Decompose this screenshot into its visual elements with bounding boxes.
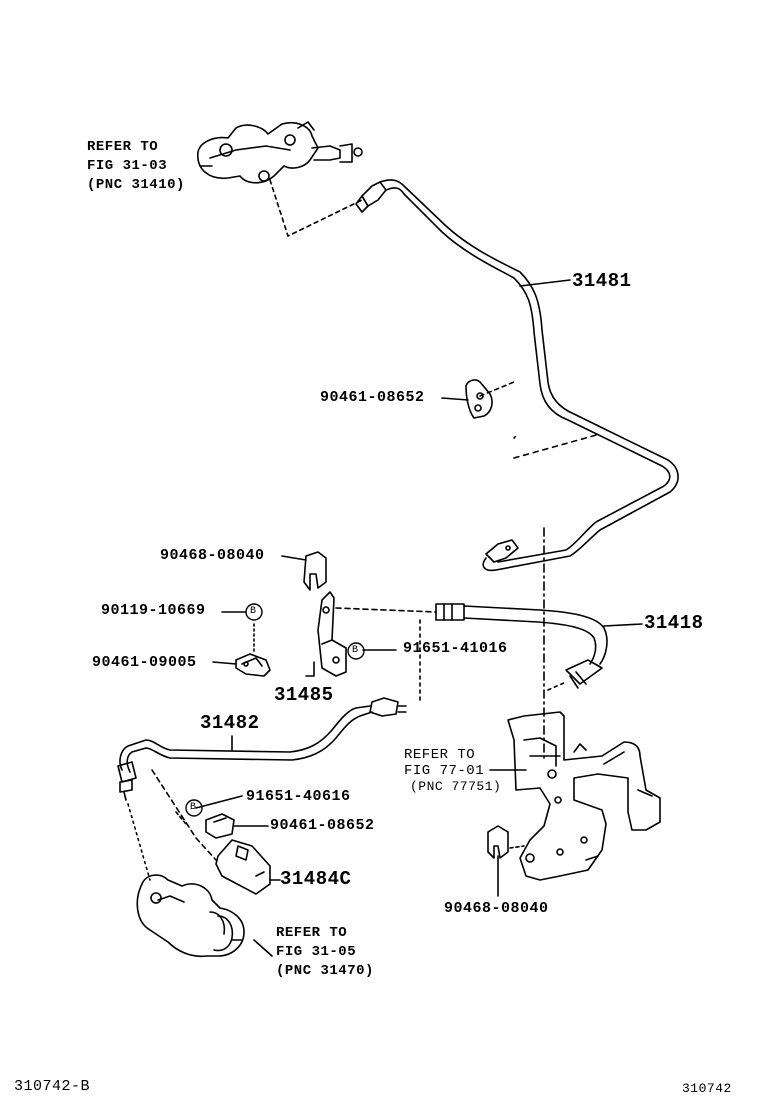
bracket-31485 xyxy=(317,591,347,677)
figure-id-left: 310742-B xyxy=(14,1078,91,1095)
part-label-31418: 31418 xyxy=(644,612,704,634)
bolt-marker-left-circle xyxy=(245,603,263,621)
part-label-clip-left-top: 90468-08040 xyxy=(160,547,265,564)
part-label-clip-lower: 90461-08652 xyxy=(270,817,375,834)
ref-bottom-line1: REFER TO xyxy=(276,925,348,941)
bracket-31484c-drawing xyxy=(215,839,271,895)
bolt-marker-lower: B xyxy=(190,802,197,813)
ref-top-line1: REFER TO xyxy=(87,139,159,155)
tube-31481 xyxy=(355,179,679,572)
ref-top-line2: FIG 31-03 xyxy=(87,158,168,174)
part-label-clamp-left: 90461-09005 xyxy=(92,654,197,671)
bolt-marker-right: B xyxy=(352,645,359,656)
part-label-31484c: 31484C xyxy=(280,868,352,890)
part-label-bolt-lower: 91651-40616 xyxy=(246,788,351,805)
ref-middle-line3: (PNC 77751) xyxy=(410,779,502,794)
pedal-bracket xyxy=(507,711,661,881)
part-label-clip-upper: 90461-08652 xyxy=(320,389,425,406)
master-cylinder-top xyxy=(197,121,363,184)
clip-upper-drawing xyxy=(465,379,493,419)
bolt-marker-lower-circle xyxy=(185,799,203,817)
ref-middle-line1: REFER TO xyxy=(404,747,476,763)
part-label-31481: 31481 xyxy=(572,270,632,292)
part-label-bolt-left: 90119-10669 xyxy=(101,602,206,619)
part-label-clip-bottom-right: 90468-08040 xyxy=(444,900,549,917)
part-label-bolt-right: 91651-41016 xyxy=(403,640,508,657)
ref-bottom-line2: FIG 31-05 xyxy=(276,944,357,960)
release-cylinder-bottom xyxy=(136,874,245,958)
ref-top-line3: (PNC 31410) xyxy=(87,177,185,193)
clip-lower-drawing xyxy=(205,813,235,839)
hose-31418 xyxy=(435,603,608,689)
clip-bottom-right-drawing xyxy=(487,825,525,859)
figure-id-right: 310742 xyxy=(682,1081,732,1096)
tube-31482 xyxy=(117,697,407,801)
bolt-marker-right-circle xyxy=(347,642,365,660)
part-label-31485: 31485 xyxy=(274,684,334,706)
clamp-left-drawing xyxy=(235,653,271,677)
ref-bottom-line3: (PNC 31470) xyxy=(276,963,374,979)
ref-middle-line2: FIG 77-01 xyxy=(404,763,485,779)
part-label-31482: 31482 xyxy=(200,712,260,734)
bolt-marker-left: B xyxy=(250,606,257,617)
clip-left-top-drawing xyxy=(303,551,327,591)
